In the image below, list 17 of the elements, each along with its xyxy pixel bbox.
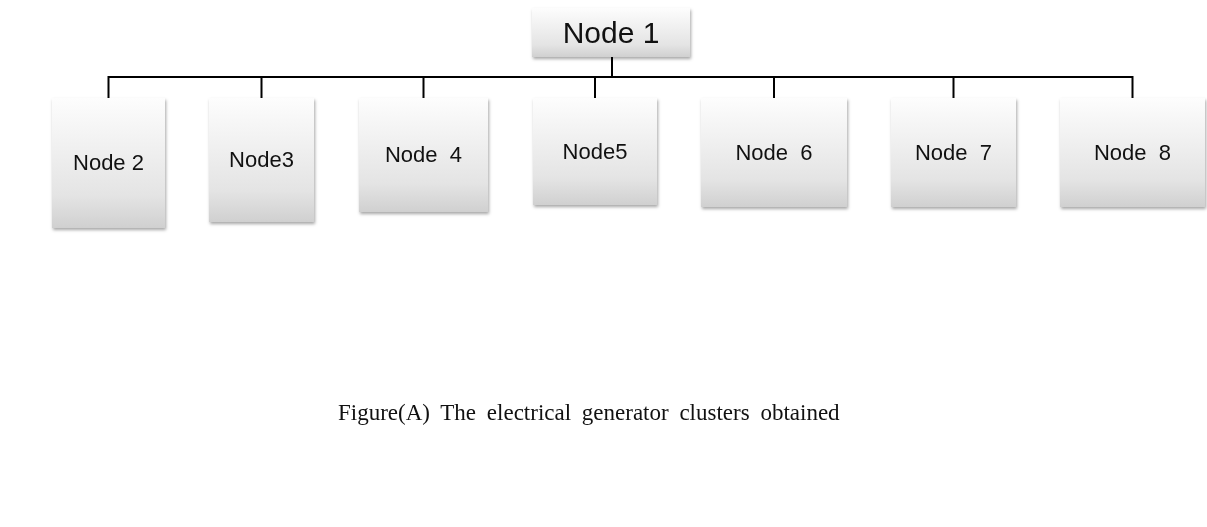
node-box <box>532 8 690 57</box>
node-box <box>891 98 1016 207</box>
node-label: Node 1 <box>562 15 660 50</box>
node-label: Node 4 <box>384 142 463 168</box>
figure-caption: Figure(A) The electrical generator clusters obtained <box>338 400 840 426</box>
node-label: Node3 <box>229 147 294 173</box>
node-label: Node 6 <box>735 139 813 166</box>
node-label: Node5 <box>562 138 628 165</box>
node-label: Node 2 <box>73 150 144 176</box>
node-label: Node 8 <box>1093 139 1172 166</box>
node-box <box>533 98 657 205</box>
node-box <box>359 98 488 212</box>
node-box <box>209 98 314 222</box>
node-box <box>701 98 847 207</box>
node-box <box>1060 98 1205 207</box>
node-box <box>52 98 165 228</box>
node-label: Node 7 <box>914 139 993 166</box>
